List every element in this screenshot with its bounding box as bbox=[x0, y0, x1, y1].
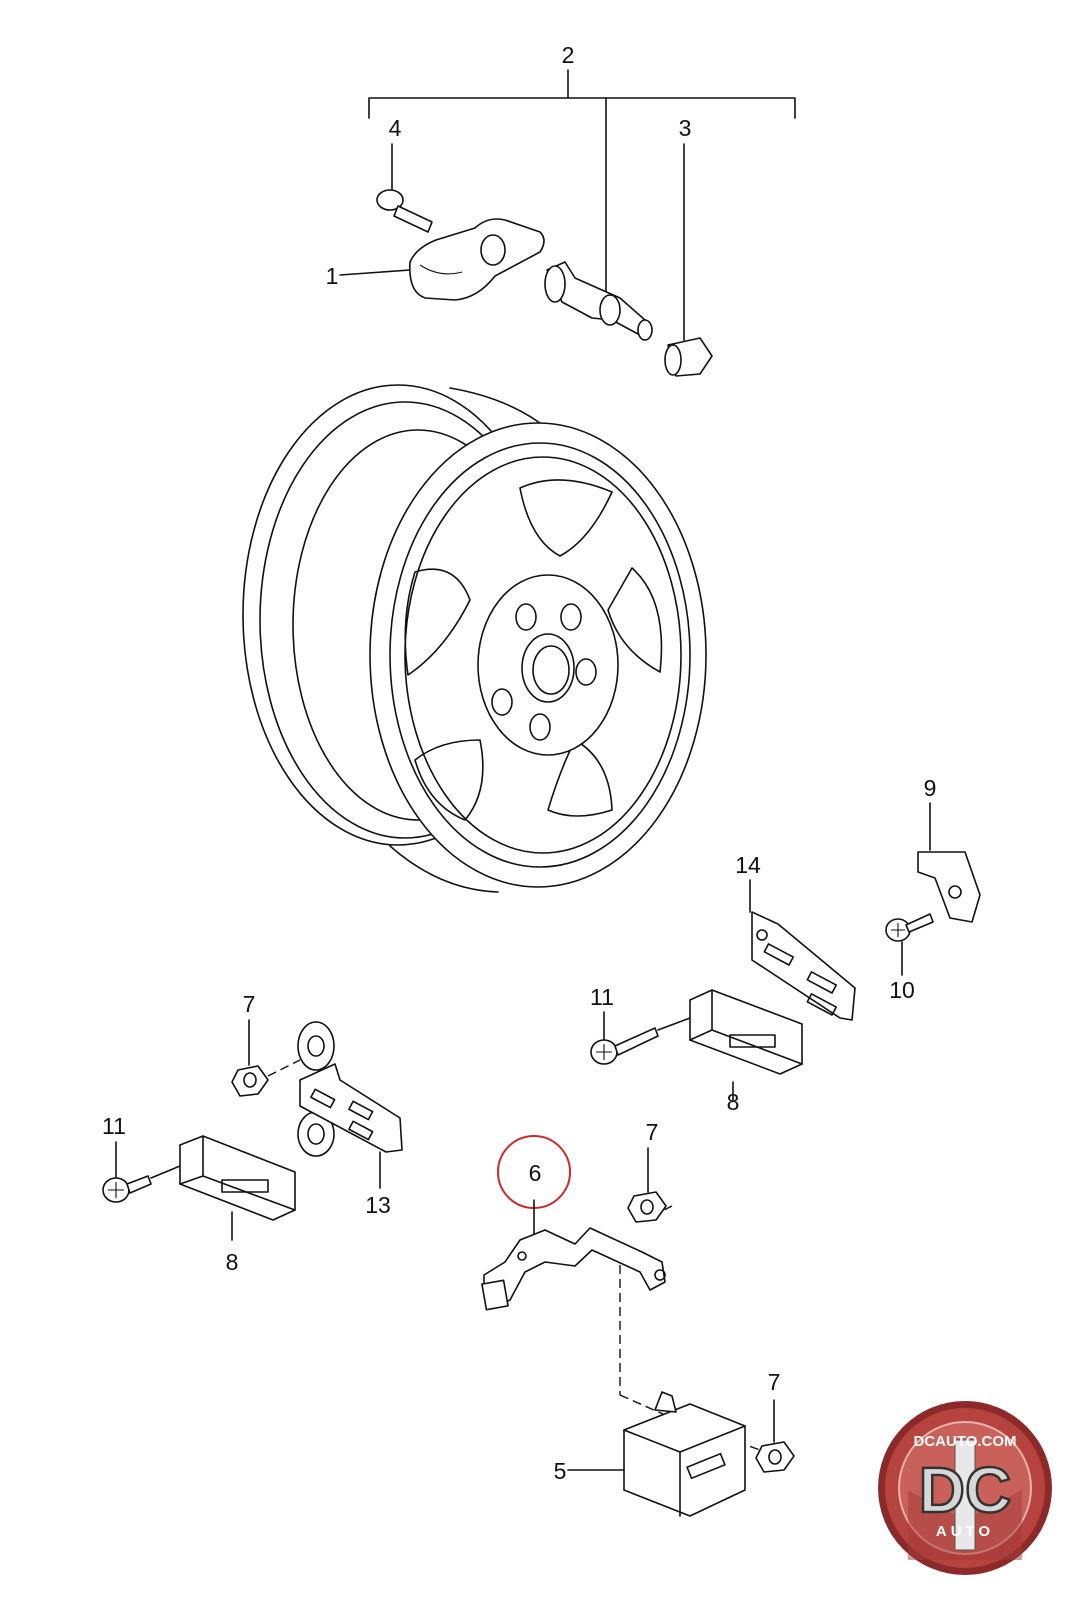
screw-part-11-right bbox=[590, 1011, 691, 1065]
logo-top-text: DCAUTO.COM bbox=[913, 1433, 1016, 1450]
screw-part-10 bbox=[885, 913, 934, 976]
valve-stem-part-2 bbox=[544, 261, 653, 341]
clip-part-9 bbox=[917, 802, 981, 923]
bracket-part-6 bbox=[481, 1135, 673, 1395]
callout-13: 13 bbox=[365, 1192, 391, 1218]
nut-part-7-upper bbox=[231, 1019, 301, 1097]
logo-main-text: DC bbox=[919, 1454, 1011, 1526]
callout-7-middle: 7 bbox=[646, 1119, 659, 1145]
callout-2: 2 bbox=[562, 42, 575, 68]
callout-1: 1 bbox=[326, 263, 339, 289]
callout-11-left: 11 bbox=[102, 1113, 126, 1139]
callout-8-left: 8 bbox=[226, 1249, 239, 1275]
module-part-8-right bbox=[689, 989, 803, 1101]
callout-6: 6 bbox=[529, 1160, 542, 1186]
callout-7-lower: 7 bbox=[768, 1369, 781, 1395]
nut-part-7-middle bbox=[627, 1147, 667, 1223]
screw-part-11-left bbox=[102, 1141, 181, 1203]
sensor-part-1 bbox=[339, 218, 545, 301]
bracket-2 bbox=[368, 69, 796, 294]
module-part-8-left bbox=[179, 1135, 296, 1241]
callout-9: 9 bbox=[924, 775, 937, 801]
callout-10: 10 bbox=[889, 977, 915, 1003]
nut-part-7-lower bbox=[755, 1399, 795, 1473]
bolt-part-4 bbox=[376, 143, 433, 233]
callout-4: 4 bbox=[389, 115, 402, 141]
callout-11-right: 11 bbox=[590, 984, 614, 1010]
callout-5: 5 bbox=[554, 1458, 567, 1484]
callout-7-upper: 7 bbox=[243, 991, 256, 1017]
plate-part-14 bbox=[749, 879, 856, 1021]
callout-3: 3 bbox=[679, 115, 692, 141]
dcauto-logo: DCAUTO.COM DC AUTO bbox=[878, 1401, 1052, 1575]
callout-14: 14 bbox=[735, 852, 761, 878]
valve-cap-part-3 bbox=[664, 143, 713, 377]
bracket-part-13 bbox=[297, 1021, 403, 1189]
logo-sub-text: AUTO bbox=[936, 1523, 994, 1540]
wheel bbox=[242, 384, 707, 893]
control-unit-part-5 bbox=[567, 1391, 761, 1517]
callout-8-right: 8 bbox=[727, 1089, 740, 1115]
